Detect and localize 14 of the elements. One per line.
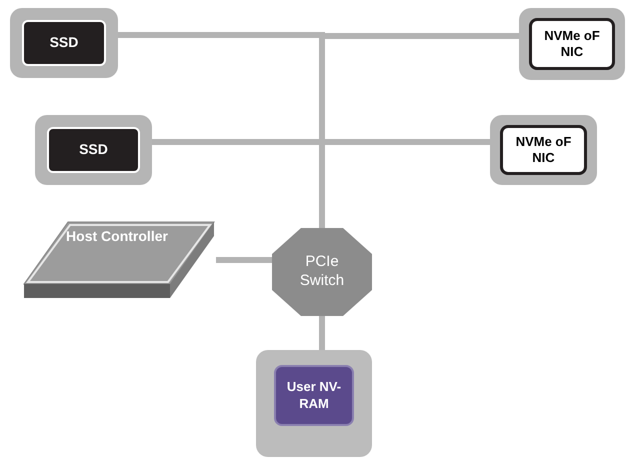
ssd-chip: SSD [47, 127, 140, 173]
module-frame [35, 115, 152, 185]
connector-line [319, 316, 325, 350]
connector-line [216, 257, 272, 263]
ssd-chip: SSD [22, 20, 106, 66]
node-label: Host Controller [66, 228, 168, 246]
module-frame [10, 8, 118, 78]
module-frame [490, 115, 597, 185]
module-frame [256, 350, 372, 457]
node-label: PCIe Switch [298, 253, 346, 291]
nic-card: NVMe oF NIC [500, 125, 587, 175]
memory-chip: User NV-RAM [274, 365, 354, 426]
module-frame [519, 8, 625, 80]
nic-card: NVMe oF NIC [529, 18, 615, 70]
